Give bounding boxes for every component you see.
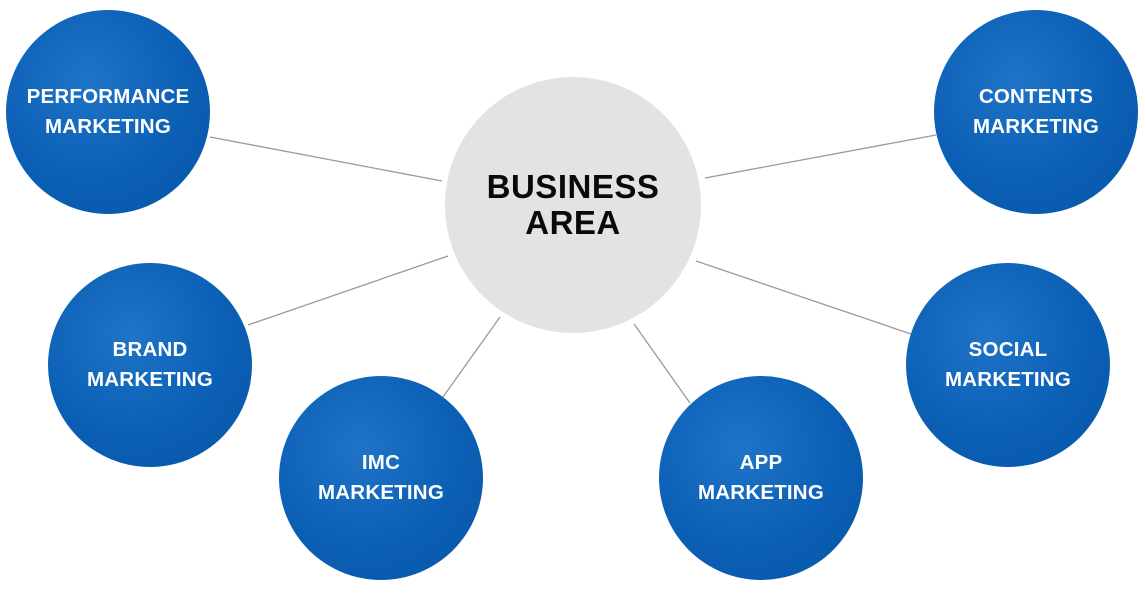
node-label-line2: MARKETING — [45, 115, 171, 138]
connector-contents — [704, 134, 937, 179]
connector-imc — [442, 316, 501, 398]
center-label-line1: BUSINESS — [486, 168, 660, 205]
node-performance-marketing: PERFORMANCE MARKETING — [6, 10, 210, 214]
node-app-marketing: APP MARKETING — [659, 376, 863, 580]
node-label-line1: APP — [739, 451, 783, 474]
center-label-line2: AREA — [525, 204, 621, 241]
node-label-line1: BRAND — [112, 338, 188, 361]
node-label-line2: MARKETING — [973, 115, 1099, 138]
node-label-line2: MARKETING — [698, 481, 824, 504]
center-node-business-area: BUSINESS AREA — [445, 77, 701, 333]
node-label-line1: CONTENTS — [978, 85, 1094, 108]
connector-app — [633, 323, 691, 404]
connector-social — [695, 260, 912, 335]
node-label-line2: MARKETING — [318, 481, 444, 504]
node-imc-marketing: IMC MARKETING — [279, 376, 483, 580]
node-label-line1: SOCIAL — [968, 338, 1048, 361]
node-label-line2: MARKETING — [87, 368, 213, 391]
node-label-line1: PERFORMANCE — [26, 85, 190, 108]
connector-brand — [247, 255, 449, 326]
node-label-line1: IMC — [361, 451, 401, 474]
node-brand-marketing: BRAND MARKETING — [48, 263, 252, 467]
connector-performance — [209, 136, 443, 182]
node-contents-marketing: CONTENTS MARKETING — [934, 10, 1138, 214]
node-social-marketing: SOCIAL MARKETING — [906, 263, 1110, 467]
node-label-line2: MARKETING — [945, 368, 1071, 391]
